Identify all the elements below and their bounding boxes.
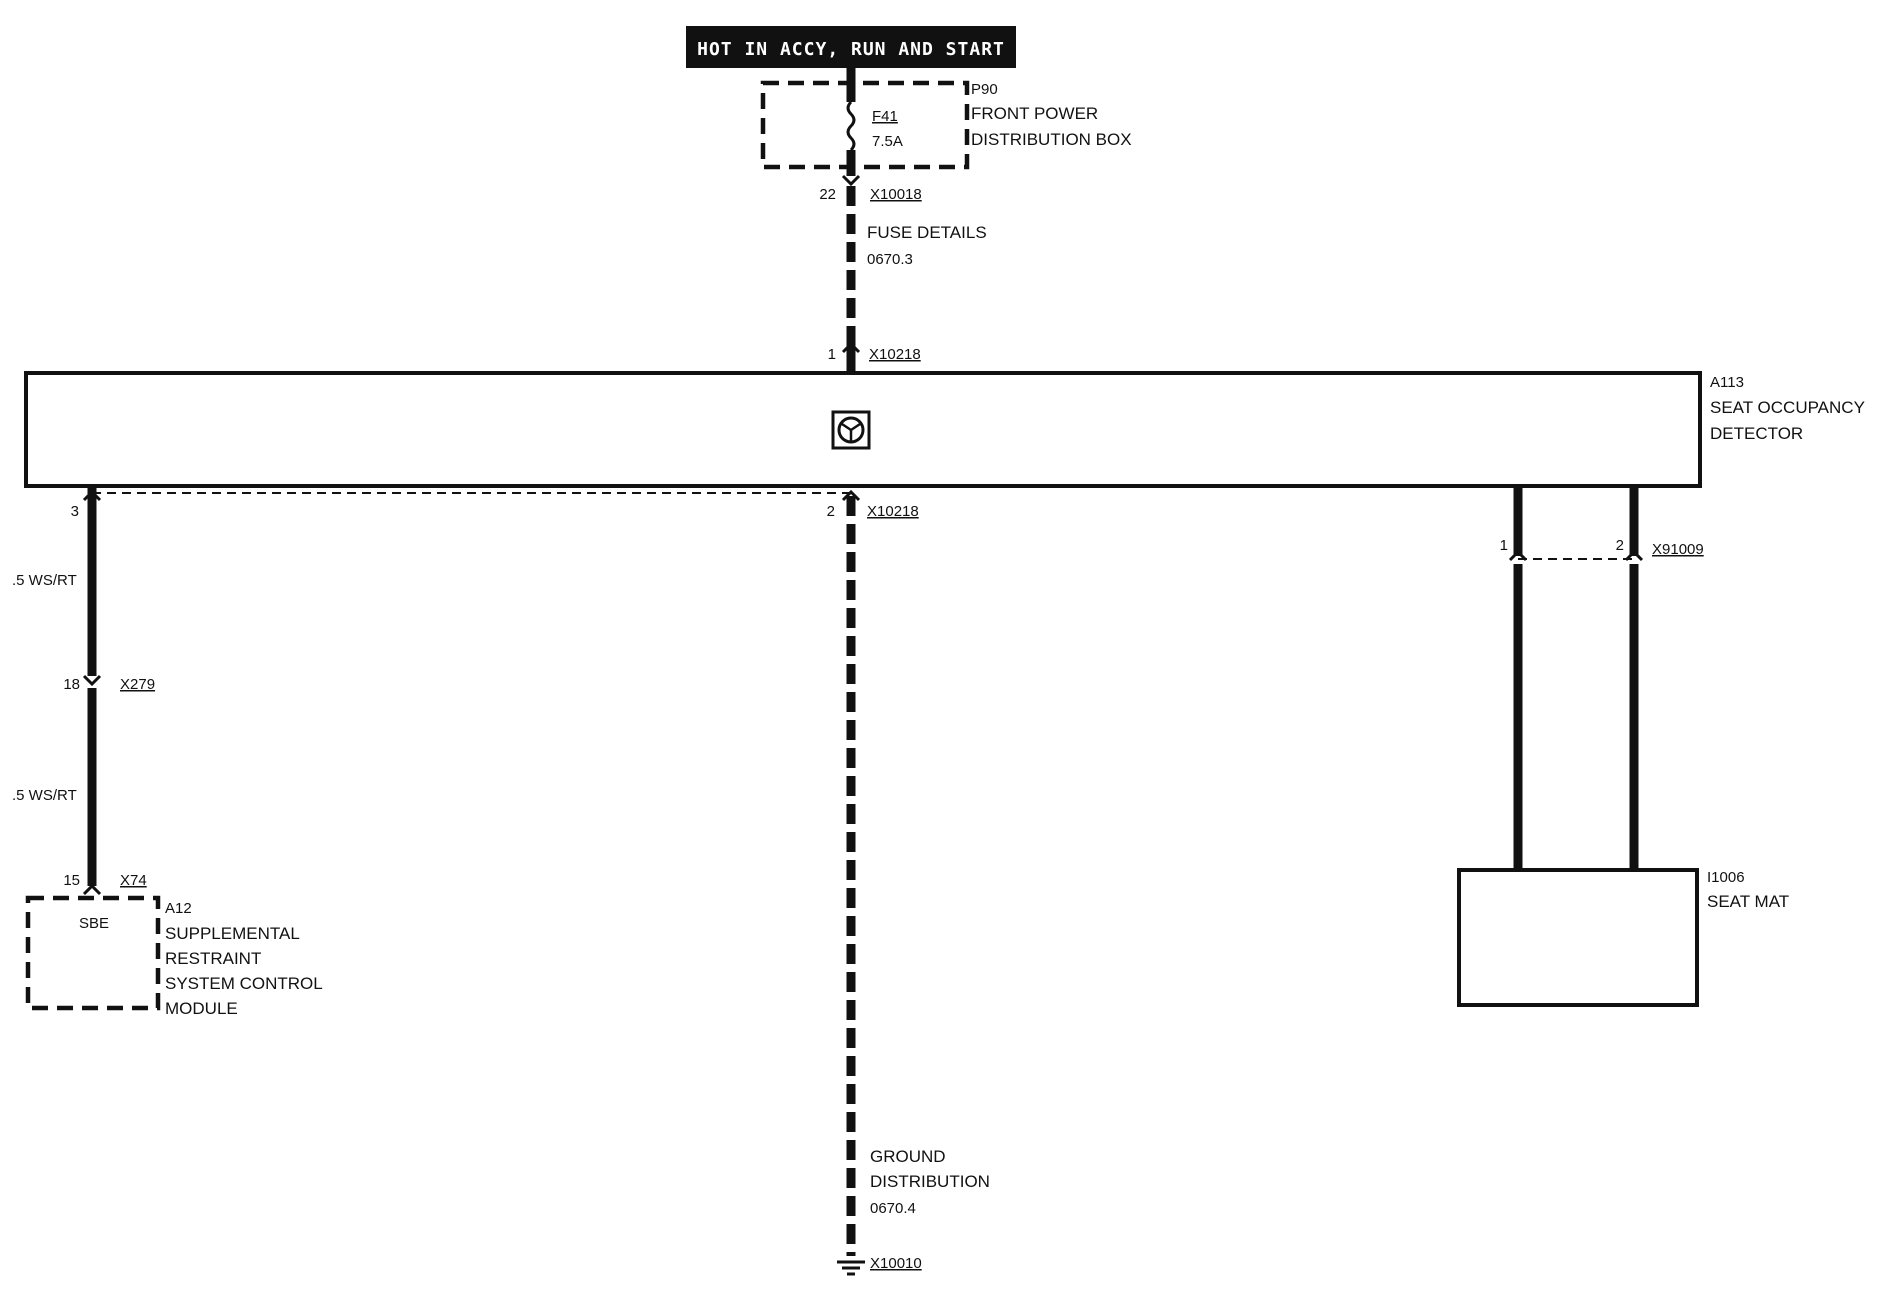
connector-x91009-name: X91009 [1652,541,1704,558]
power-header: HOT IN ACCY, RUN AND START [686,26,1016,68]
connector-x10018-name: X10018 [870,186,922,203]
connector-x10018-pin: 22 [819,186,836,203]
detector-pin-3: 3 [71,503,79,520]
seat-mat: I1006 SEAT MAT [1457,868,1789,1007]
connector-x74-name: X74 [120,872,147,889]
fuse-box-p90: F41 7.5A P90 FRONT POWER DISTRIBUTION BO… [760,68,1132,176]
ground-label-3: 0670.4 [870,1200,916,1217]
srs-module-id: A12 [165,900,192,917]
wire-color-lower: .5 WS/RT [12,787,77,804]
connector-x10218-out-pin: 2 [827,503,835,520]
srs-control-module: SBE A12 SUPPLEMENTAL RESTRAINT SYSTEM CO… [25,895,323,1018]
seat-mat-id: I1006 [1707,869,1745,886]
connector-x10218-in: 1 X10218 [828,341,921,372]
steering-wheel-icon [831,410,871,450]
fuse-box-id: P90 [971,81,998,98]
detector-name-2: DETECTOR [1710,424,1803,443]
ground-label-1: GROUND [870,1147,946,1166]
connector-x10218-in-name: X10218 [869,346,921,363]
connector-x279-pin: 18 [63,676,80,693]
connector-x91009-pin-b: 2 [1616,537,1624,554]
ground-label-2: DISTRIBUTION [870,1172,990,1191]
seat-occupancy-detector: A113 SEAT OCCUPANCY DETECTOR [24,371,1865,488]
fuse-icon [846,100,856,152]
srs-module-name-3: SYSTEM CONTROL [165,974,323,993]
srs-module-name-4: MODULE [165,999,238,1018]
srs-module-name-1: SUPPLEMENTAL [165,924,300,943]
seat-mat-branch: 1 2 X91009 [1500,486,1704,870]
seat-mat-name: SEAT MAT [1707,892,1789,911]
connector-x74-pin: 15 [63,872,80,889]
srs-module-name-2: RESTRAINT [165,949,261,968]
fuse-box-name-2: DISTRIBUTION BOX [971,130,1132,149]
ground-icon [837,1260,865,1276]
fuse-box-name-1: FRONT POWER [971,104,1098,123]
connector-x91009-pin-a: 1 [1500,537,1508,554]
fuse-details-page: 0670.3 [867,251,913,268]
fuse-rating: 7.5A [872,133,903,150]
connector-x10218-out-name: X10218 [867,503,919,520]
left-branch: 3 .5 WS/RT 18 X279 .5 WS/RT 15 X74 [12,488,155,896]
fuse-details-label: FUSE DETAILS [867,223,987,242]
power-header-label: HOT IN ACCY, RUN AND START [697,39,1005,60]
connector-x10018: 22 X10018 [819,174,922,203]
fuse-id: F41 [872,108,898,125]
detector-name-1: SEAT OCCUPANCY [1710,398,1865,417]
srs-module-inner-label: SBE [79,915,109,932]
ground-branch: 2 X10218 GROUND DISTRIBUTION 0670.4 X100… [827,489,990,1276]
connector-x279-name: X279 [120,676,155,693]
connector-x10218-in-pin: 1 [828,346,836,363]
connector-x10010-name: X10010 [870,1255,922,1272]
wire-color-upper: .5 WS/RT [12,572,77,589]
detector-id: A113 [1710,374,1744,391]
